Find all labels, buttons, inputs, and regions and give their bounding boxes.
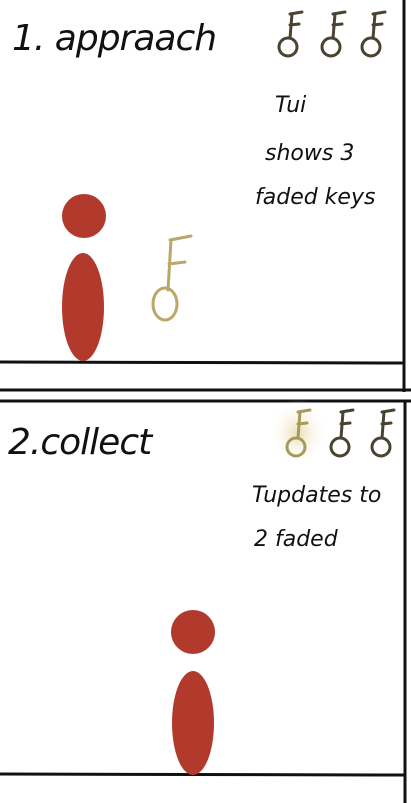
note-line: 2 faded: [254, 527, 339, 552]
hud-key-faded-icon: [320, 10, 347, 58]
key-hud: [277, 10, 387, 58]
panel-title: 1. appraach: [12, 18, 216, 59]
note-line: faded keys: [255, 185, 375, 210]
panel-note: Tupdates to 2 faded: [252, 483, 388, 552]
panel-approach: 1. appraach Tui shows 3: [0, 0, 411, 392]
hud-key-faded-icon: [329, 408, 355, 458]
world-key-icon: [151, 234, 193, 322]
hud-key-faded-icon: [360, 10, 387, 58]
note-line: Tui: [275, 93, 306, 118]
player-character: [62, 194, 106, 361]
panel-title: 2.collect: [8, 422, 154, 463]
panel-note: Tui shows 3 faded keys: [255, 93, 375, 210]
panel-collect: 2.collect: [0, 399, 411, 803]
panel-collect-drawing: 2.collect: [0, 399, 411, 803]
ground-line: [0, 772, 407, 777]
character-body: [62, 253, 104, 361]
hud-key-faded-icon: [370, 408, 396, 458]
character-head: [62, 194, 106, 238]
key-hud: [268, 399, 396, 467]
character-head: [171, 610, 215, 654]
note-line: shows 3: [265, 141, 354, 166]
hud-key-faded-icon: [277, 10, 304, 58]
hud-key-collected-icon: [285, 408, 312, 458]
player-character: [171, 610, 215, 775]
character-body: [172, 671, 214, 775]
panel-approach-drawing: 1. appraach Tui shows 3: [0, 0, 411, 392]
ground-line: [0, 360, 406, 365]
note-line: Tupdates to: [252, 483, 381, 508]
